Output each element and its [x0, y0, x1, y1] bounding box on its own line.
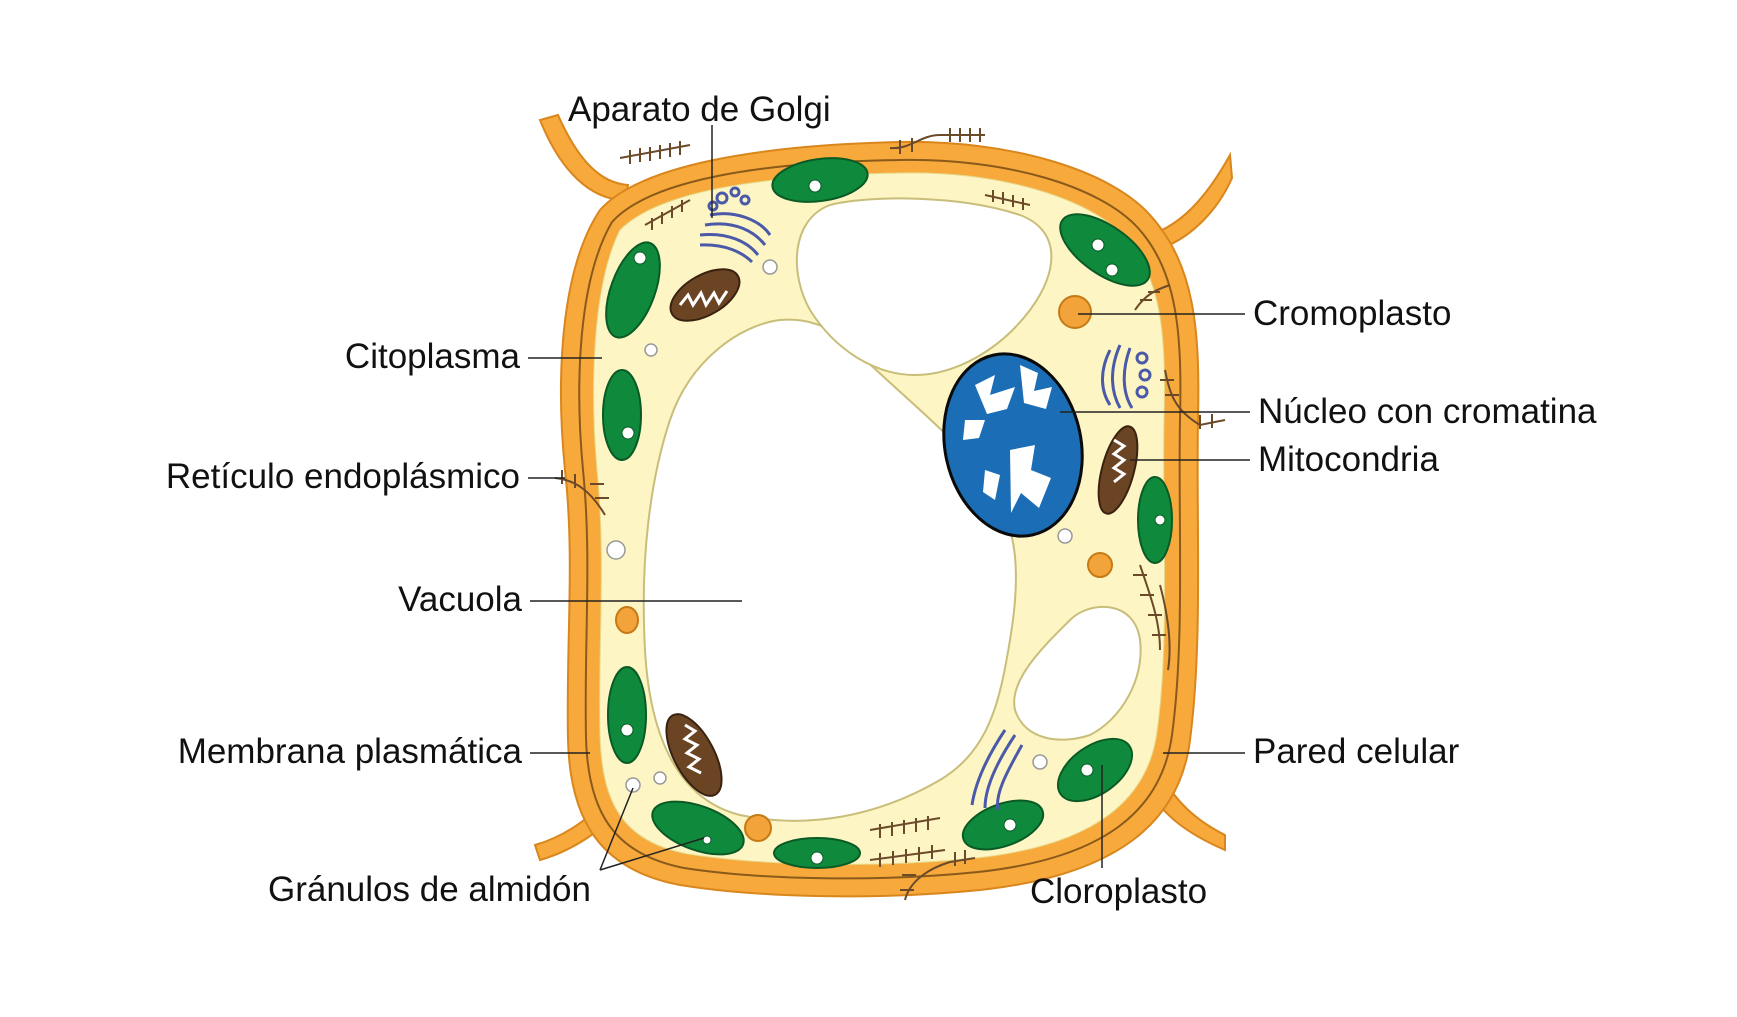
label-cloroplasto: Cloroplasto — [1030, 872, 1208, 911]
label-reticulo: Retículo endoplásmico — [165, 457, 520, 496]
chromatin — [963, 365, 1052, 513]
upper-vacuole — [795, 197, 1053, 377]
label-nucleo: Núcleo con cromatina — [1258, 392, 1597, 431]
label-membrana: Membrana plasmática — [177, 732, 522, 771]
endoplasmic-reticulum — [554, 128, 1226, 901]
label-cromoplasto: Cromoplasto — [1253, 294, 1452, 333]
starch-granules — [606, 259, 1073, 793]
label-vacuola: Vacuola — [398, 580, 522, 619]
label-mitocondria: Mitocondria — [1258, 440, 1439, 479]
label-pared: Pared celular — [1253, 732, 1460, 771]
nucleus — [942, 352, 1084, 538]
small-vacuole — [1013, 606, 1142, 741]
label-golgi: Aparato de Golgi — [568, 90, 831, 129]
label-granulos: Gránulos de almidón — [268, 870, 591, 909]
golgi-apparatus-bottom — [970, 729, 1024, 811]
chloroplast-granules — [620, 179, 1166, 865]
mitochondria — [665, 268, 1139, 797]
vacuole — [642, 318, 1017, 822]
golgi-apparatus-right — [1101, 344, 1152, 409]
leader-lines — [528, 125, 1250, 871]
golgi-apparatus — [699, 186, 772, 264]
chromoplasts — [615, 295, 1113, 842]
label-citoplasma: Citoplasma — [344, 337, 520, 376]
plasma-membrane — [578, 158, 1182, 880]
